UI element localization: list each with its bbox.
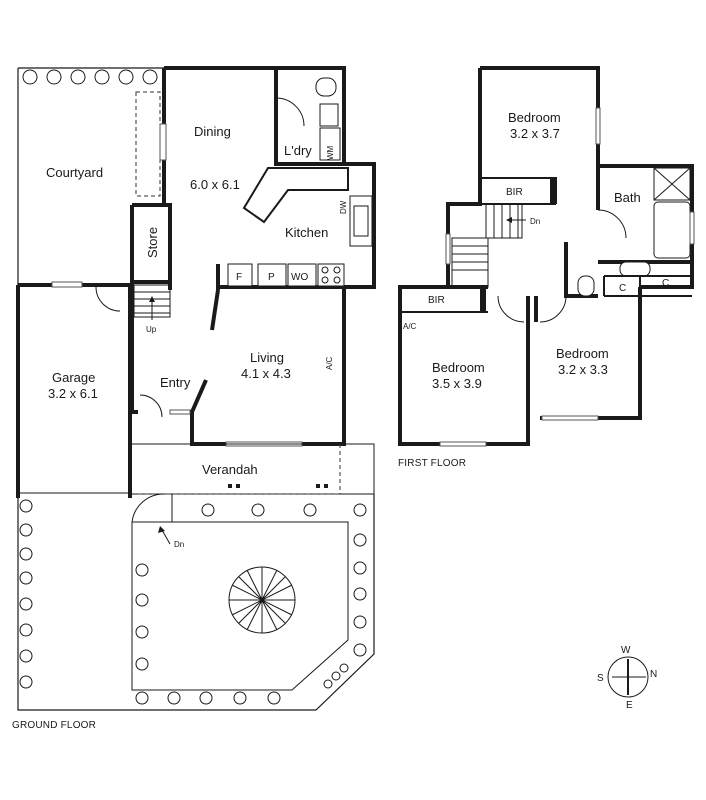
up-label: Up <box>146 325 157 334</box>
garden-gate-arrow-line <box>161 529 171 545</box>
garage-label: Garage <box>52 370 95 385</box>
cooktop <box>317 263 345 287</box>
bir1-label: BIR <box>506 187 523 198</box>
living-dims: 4.1 x 4.3 <box>241 366 291 381</box>
ground-floor-label: GROUND FLOOR <box>12 720 96 731</box>
first-floor-label: FIRST FLOOR <box>398 458 466 469</box>
garage-window <box>51 281 83 288</box>
bed2-dims: 3.5 x 3.9 <box>432 376 482 391</box>
ac-first-label: A/C <box>403 322 417 331</box>
bed3-label: Bedroom <box>556 346 609 361</box>
wo-label: WO <box>291 272 308 283</box>
garage-dims: 3.2 x 6.1 <box>48 386 98 401</box>
garden-inner <box>131 494 349 691</box>
living-label: Living <box>250 350 284 365</box>
bath-vanity <box>619 261 651 277</box>
tree-icon <box>228 566 296 634</box>
c2-label: C <box>662 278 669 289</box>
bath-door-swing <box>597 209 627 239</box>
compass-n: N <box>650 669 657 680</box>
wo-box <box>287 263 317 287</box>
ground-floor-plan: Courtyard Dining 6.0 x 6.1 L'dry WM Kitc… <box>12 66 376 731</box>
kitchen-sink <box>353 205 369 237</box>
bed1-wall <box>480 66 694 289</box>
bath-label: Bath <box>614 190 641 205</box>
courtyard-fence <box>17 67 164 285</box>
verandah-posts <box>228 484 328 488</box>
dining-dims: 6.0 x 6.1 <box>190 177 240 192</box>
pantry-label: P <box>268 272 275 283</box>
bir2-box <box>399 287 488 313</box>
kitchen-label: Kitchen <box>285 225 328 240</box>
dn-ground-label: Dn <box>174 540 184 549</box>
garden-gate-swing <box>131 493 165 523</box>
entry-label: Entry <box>160 375 191 390</box>
store-label: Store <box>145 227 160 258</box>
dw-label: DW <box>339 200 348 214</box>
first-floor-plan: Bedroom 3.2 x 3.7 BIR Bath Dn BIR A/C C … <box>398 66 695 469</box>
courtyard-shrubs <box>22 69 158 85</box>
bed1-label: Bedroom <box>508 110 561 125</box>
living-west-wall <box>210 289 220 331</box>
garden-gate-arrowhead <box>158 526 165 533</box>
bir2-label: BIR <box>428 295 445 306</box>
ground-stairs <box>133 284 171 320</box>
living-partition <box>190 379 208 413</box>
linen-cupboards <box>603 275 692 297</box>
entry-door-swing <box>139 394 163 418</box>
dining-label: Dining <box>194 124 231 139</box>
entry-wall <box>130 282 192 414</box>
pantry-box <box>257 263 287 287</box>
bir1-mark <box>550 178 556 204</box>
verandah-dashed <box>138 444 341 495</box>
fridge-box <box>227 263 253 287</box>
verandah-outline <box>130 443 375 495</box>
laundry-trough <box>319 103 339 127</box>
bed3-dims: 3.2 x 3.3 <box>558 362 608 377</box>
laundry-label: L'dry <box>284 143 312 158</box>
bed2-label: Bedroom <box>432 360 485 375</box>
compass-icon: W S N E <box>597 645 657 711</box>
kitchen-island <box>242 167 349 224</box>
garden-shrubs <box>19 499 367 705</box>
laundry-toilet <box>315 77 337 97</box>
bed2-window <box>439 441 487 447</box>
garden-fence <box>17 494 375 711</box>
compass-w: W <box>621 645 631 656</box>
dn-first-label: Dn <box>530 217 540 226</box>
c1-label: C <box>619 283 626 294</box>
ac-ground-label: A/C <box>325 356 334 370</box>
compass-s: S <box>597 673 604 684</box>
garage-door-swing <box>95 286 121 312</box>
fridge-label: F <box>236 272 242 283</box>
courtyard-label: Courtyard <box>46 165 103 180</box>
bed2-door-swing <box>497 295 525 323</box>
bed1-window <box>595 107 601 145</box>
verandah-label: Verandah <box>202 462 258 477</box>
stair-window <box>445 233 451 265</box>
bed3-window <box>541 415 599 421</box>
first-toilet <box>577 275 595 297</box>
laundry-wm-box <box>319 127 341 161</box>
wm-label: WM <box>326 145 335 160</box>
first-stairs <box>451 203 526 288</box>
bed2-wall <box>400 285 538 444</box>
courtyard-pergola <box>135 91 161 197</box>
dining-window <box>159 123 167 161</box>
bed3-door-swing <box>539 295 567 323</box>
bath-window <box>689 211 695 245</box>
shower-cross <box>653 167 691 201</box>
bathtub <box>653 201 691 259</box>
entry-window <box>169 409 191 415</box>
bir2-mark <box>480 287 486 312</box>
laundry-door-swing <box>275 97 305 127</box>
laundry-wall <box>274 68 344 166</box>
compass-e: E <box>626 700 633 711</box>
bed1-dims: 3.2 x 3.7 <box>510 126 560 141</box>
